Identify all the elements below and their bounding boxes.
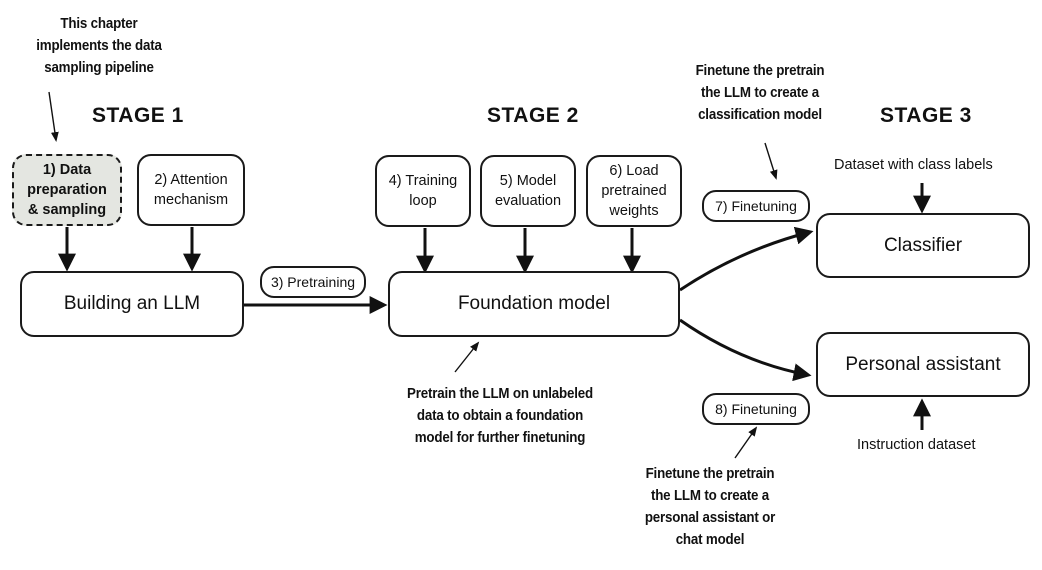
building-llm-box[interactable]: Building an LLM bbox=[20, 271, 244, 337]
stage-1-heading: Stage 1 bbox=[92, 104, 184, 127]
foundation-model-box[interactable]: Foundation model bbox=[388, 271, 680, 337]
load-weights-step[interactable]: 6) Load pretrained weights bbox=[586, 155, 682, 227]
arrow-finetune-classifier-note bbox=[764, 142, 778, 180]
arrow-pretrain-note bbox=[454, 341, 480, 373]
instruction-dataset: Instruction dataset bbox=[857, 437, 976, 453]
stage-3-heading: Stage 3 bbox=[880, 104, 972, 127]
arrow-chapter-note bbox=[48, 91, 59, 142]
arrow-foundation-to-assistant bbox=[679, 318, 812, 382]
chapter-note: This chapter implements the data samplin… bbox=[36, 16, 162, 76]
stage-2-heading: Stage 2 bbox=[487, 104, 579, 127]
attention-step[interactable]: 2) Attention mechanism bbox=[137, 154, 245, 226]
pretrain-note: Pretrain the LLM on unlabeled data to ob… bbox=[407, 386, 593, 446]
arrow-foundation-to-classifier bbox=[679, 226, 814, 292]
class-labels-dataset: Dataset with class labels bbox=[834, 157, 993, 173]
finetune-classifier-note: Finetune the pretrain the LLM to create … bbox=[695, 63, 825, 123]
classifier-box[interactable]: Classifier bbox=[816, 213, 1030, 278]
finetuning-7-step[interactable]: 7) Finetuning bbox=[702, 190, 810, 222]
pretraining-step[interactable]: 3) Pretraining bbox=[260, 266, 366, 298]
arrow-finetune-assistant-note bbox=[734, 426, 758, 459]
finetuning-8-step[interactable]: 8) Finetuning bbox=[702, 393, 810, 425]
model-evaluation-step[interactable]: 5) Model evaluation bbox=[480, 155, 576, 227]
finetune-assistant-note: Finetune the pretrain the LLM to create … bbox=[644, 466, 776, 548]
personal-assistant-box[interactable]: Personal assistant bbox=[816, 332, 1030, 397]
training-loop-step[interactable]: 4) Training loop bbox=[375, 155, 471, 227]
data-prep-step[interactable]: 1) Data preparation & sampling bbox=[12, 154, 122, 226]
